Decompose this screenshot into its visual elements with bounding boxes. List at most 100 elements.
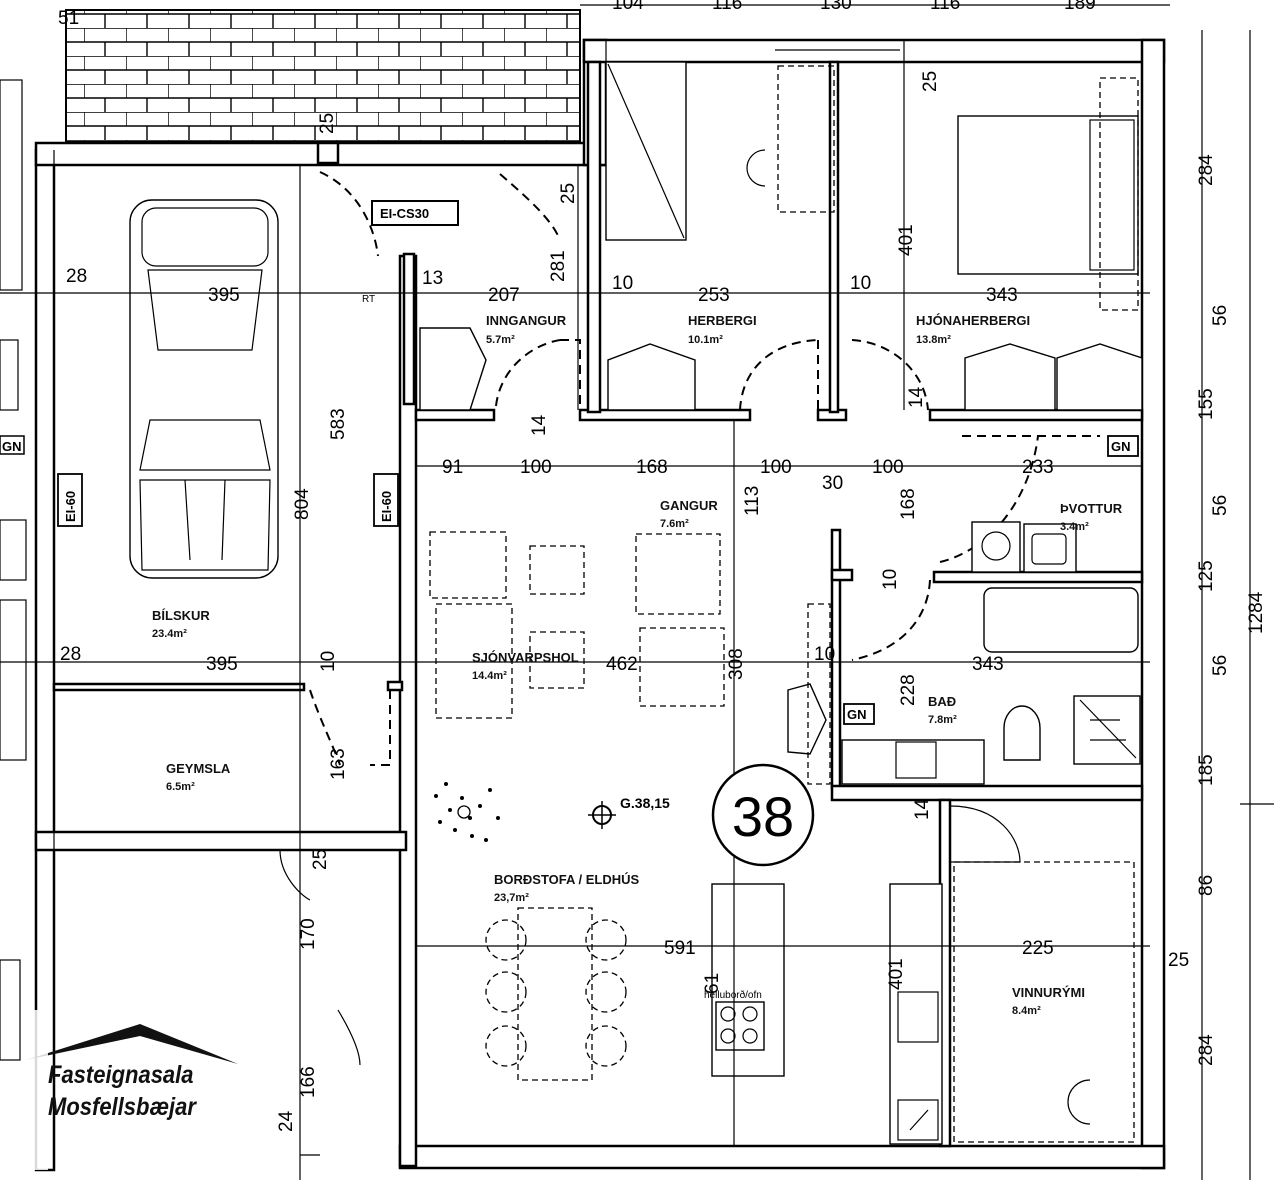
svg-text:284: 284 bbox=[1196, 1034, 1217, 1066]
svg-text:401: 401 bbox=[896, 224, 917, 256]
svg-text:56: 56 bbox=[1210, 495, 1231, 516]
room-name-geymsla: GEYMSLA bbox=[166, 761, 231, 776]
svg-text:100: 100 bbox=[520, 0, 552, 5]
terrace-tiles bbox=[65, 9, 581, 143]
svg-text:228: 228 bbox=[898, 674, 919, 706]
gn-tag-2: GN bbox=[847, 707, 867, 722]
room-name-thvottur: ÞVOTTUR bbox=[1060, 501, 1123, 516]
room-name-herbergi: HERBERGI bbox=[688, 313, 757, 328]
svg-text:168: 168 bbox=[636, 457, 668, 478]
svg-text:125: 125 bbox=[1196, 560, 1217, 592]
svg-text:395: 395 bbox=[206, 654, 238, 675]
svg-text:104: 104 bbox=[612, 0, 644, 14]
room-name-bordstofa: BORÐSTOFA / ELDHÚS bbox=[494, 872, 640, 887]
svg-text:395: 395 bbox=[208, 285, 240, 306]
svg-text:25: 25 bbox=[558, 183, 579, 204]
svg-text:30: 30 bbox=[822, 473, 843, 494]
dimension-text-vertical: 25 25 281 583 804 401 14 14 113 168 10 3… bbox=[276, 113, 933, 1132]
logo-line-1: Fasteignasala bbox=[48, 1061, 194, 1089]
svg-text:343: 343 bbox=[986, 285, 1018, 306]
svg-text:10: 10 bbox=[814, 644, 835, 665]
svg-text:225: 225 bbox=[1022, 938, 1054, 959]
svg-text:170: 170 bbox=[298, 918, 319, 950]
gn-box-2 bbox=[843, 703, 875, 725]
svg-text:284: 284 bbox=[1196, 154, 1217, 186]
svg-text:25: 25 bbox=[920, 71, 941, 92]
svg-text:100: 100 bbox=[520, 457, 552, 478]
car-outline bbox=[129, 199, 279, 579]
dimension-text-row2: 91 100 168 100 30 100 233 bbox=[442, 457, 1054, 494]
svg-text:591: 591 bbox=[664, 938, 696, 959]
fire-door-tag: EI-CS30 bbox=[380, 206, 429, 221]
elevation-tag: G.38,15 bbox=[620, 795, 670, 811]
svg-text:28: 28 bbox=[60, 644, 81, 665]
svg-text:116: 116 bbox=[712, 0, 742, 14]
dining-kitchen bbox=[485, 861, 1135, 1145]
dimension-lines bbox=[0, 4, 1251, 1180]
hob-tag: helluborð/ofn bbox=[704, 989, 762, 1001]
svg-text:56: 56 bbox=[1210, 305, 1231, 326]
room-area-bad: 7.8m² bbox=[928, 714, 957, 726]
room-name-bad: BAÐ bbox=[928, 694, 956, 709]
room-name-hjonaherbergi: HJÓNAHERBERGI bbox=[916, 313, 1030, 328]
fire-door-tag-box bbox=[371, 200, 459, 226]
rt-tag: RT bbox=[362, 294, 375, 305]
ei60-tag-right: EI-60 bbox=[379, 491, 394, 522]
gn-tag-3: GN bbox=[2, 439, 22, 454]
svg-text:113: 113 bbox=[742, 486, 763, 516]
living-furniture bbox=[429, 531, 831, 785]
svg-text:100: 100 bbox=[760, 457, 792, 478]
room-area-gangur: 7.6m² bbox=[660, 518, 689, 530]
dimension-text-row4: 591 225 25 bbox=[664, 938, 1189, 971]
room-area-thvottur: 3.4m² bbox=[1060, 521, 1089, 533]
svg-text:10: 10 bbox=[318, 651, 339, 672]
svg-text:233: 233 bbox=[1022, 457, 1054, 478]
room-area-hjonaherbergi: 13.8m² bbox=[916, 334, 951, 346]
svg-text:185: 185 bbox=[1196, 754, 1217, 786]
svg-text:253: 253 bbox=[698, 285, 730, 306]
dimension-text-row1: 28 395 13 207 10 253 10 343 bbox=[66, 266, 1018, 306]
room-area-geymsla: 6.5m² bbox=[166, 781, 195, 793]
dimension-text-right: 284 56 155 56 125 56 185 86 284 25 1284 bbox=[920, 71, 1267, 1066]
svg-text:202: 202 bbox=[382, 0, 414, 5]
room-name-vinnurymi: VINNURÝMI bbox=[1012, 985, 1085, 1000]
svg-text:462: 462 bbox=[606, 654, 638, 675]
logo-roof-icon bbox=[22, 1010, 238, 1170]
svg-text:51: 51 bbox=[58, 8, 79, 29]
svg-text:166: 166 bbox=[298, 1066, 319, 1098]
svg-text:804: 804 bbox=[292, 488, 313, 520]
dimension-text-top: 51 250 202 100 104 116 130 116 189 bbox=[58, 0, 1096, 29]
bed-room bbox=[605, 61, 835, 241]
room-name-gangur: GANGUR bbox=[660, 498, 718, 513]
room-area-herbergi: 10.1m² bbox=[688, 334, 723, 346]
door-swings bbox=[279, 171, 1100, 1066]
ei60-box-left bbox=[57, 473, 83, 527]
room-name-bilskur: BÍLSKUR bbox=[152, 608, 210, 623]
room-area-bordstofa: 23,7m² bbox=[494, 892, 529, 904]
wardrobes bbox=[419, 327, 1143, 411]
svg-text:14: 14 bbox=[529, 414, 550, 436]
room-area-bilskur: 23.4m² bbox=[152, 628, 187, 640]
room-area-sjonvarpshol: 14.4m² bbox=[472, 670, 507, 682]
svg-text:207: 207 bbox=[488, 285, 520, 306]
svg-text:155: 155 bbox=[1196, 388, 1217, 420]
svg-text:14: 14 bbox=[912, 798, 933, 820]
svg-text:10: 10 bbox=[612, 273, 633, 294]
svg-text:61: 61 bbox=[702, 973, 723, 994]
svg-text:250: 250 bbox=[188, 0, 220, 5]
svg-text:56: 56 bbox=[1210, 655, 1231, 676]
plant-icon bbox=[434, 782, 500, 842]
svg-text:25: 25 bbox=[310, 849, 331, 870]
svg-text:130: 130 bbox=[820, 0, 852, 14]
room-area-inngangur: 5.7m² bbox=[486, 334, 515, 346]
svg-text:1284: 1284 bbox=[1246, 591, 1267, 634]
svg-text:308: 308 bbox=[726, 648, 747, 680]
svg-text:86: 86 bbox=[1196, 875, 1217, 896]
logo-line-2: Mosfellsbæjar bbox=[48, 1093, 196, 1121]
svg-text:189: 189 bbox=[1064, 0, 1096, 14]
svg-text:583: 583 bbox=[328, 408, 349, 440]
svg-text:163: 163 bbox=[328, 748, 349, 780]
gn-box-1 bbox=[1107, 435, 1139, 457]
svg-text:281: 281 bbox=[548, 250, 569, 282]
